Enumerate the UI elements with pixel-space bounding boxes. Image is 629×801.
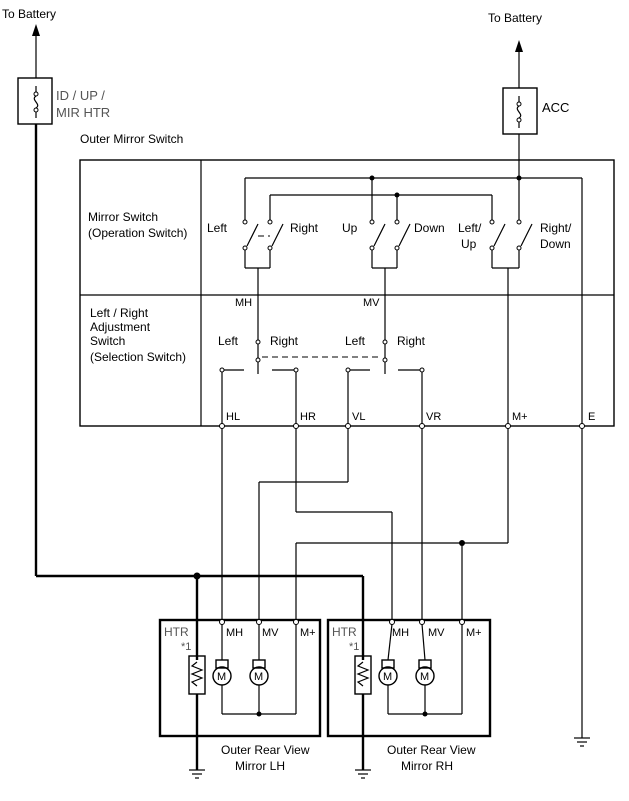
mirror-rh-mplus: M+ bbox=[466, 627, 482, 639]
fuse-left-line2: MIR HTR bbox=[56, 105, 110, 120]
sel-mh: MH bbox=[235, 297, 252, 309]
harness-wiring bbox=[34, 124, 509, 660]
sw-left: Left bbox=[207, 221, 228, 235]
battery-left: To Battery bbox=[2, 7, 56, 78]
battery-right: To Battery bbox=[488, 11, 542, 88]
sel1-right: Right bbox=[270, 334, 299, 348]
switch-title: Outer Mirror Switch bbox=[80, 132, 183, 146]
mirror-lh-mplus: M+ bbox=[300, 627, 316, 639]
battery-right-label: To Battery bbox=[488, 11, 542, 25]
mirror-switch-line1: Mirror Switch bbox=[88, 210, 158, 224]
fuse-left: ID / UP / MIR HTR bbox=[17, 77, 110, 125]
motor-label: M bbox=[420, 671, 429, 683]
motor-label: M bbox=[383, 671, 392, 683]
motor-label: M bbox=[254, 671, 263, 683]
mirror-rh: HTR *1 MH MV M+ M M bbox=[326, 618, 492, 770]
mirror-lh: HTR *1 MH MV M+ M M bbox=[158, 618, 322, 770]
mirror-rh-caption-2: Mirror RH bbox=[401, 759, 453, 773]
sw-rightdown-1: Right/ bbox=[540, 221, 572, 235]
sw-leftup-2: Up bbox=[461, 237, 477, 251]
mirror-lh-caption-2: Mirror LH bbox=[235, 759, 285, 773]
mirror-rh-caption-1: Outer Rear View bbox=[387, 743, 476, 757]
terminal-e: E bbox=[588, 411, 595, 423]
adjust-switch-line4: (Selection Switch) bbox=[90, 350, 186, 364]
fuse-icon bbox=[33, 95, 39, 109]
mirror-lh-mv: MV bbox=[262, 627, 279, 639]
adjust-switch-line2: Adjustment bbox=[90, 320, 151, 334]
fuse-icon bbox=[516, 105, 522, 119]
mirror-rh-mh: MH bbox=[392, 627, 409, 639]
terminal-hr: HR bbox=[300, 411, 316, 423]
sw-rightdown-2: Down bbox=[540, 237, 571, 251]
mirror-lh-note: *1 bbox=[181, 641, 191, 653]
terminal-vl: VL bbox=[352, 411, 365, 423]
fuse-right: ACC bbox=[502, 87, 569, 135]
terminal-vr: VR bbox=[426, 411, 441, 423]
ground-icon bbox=[189, 769, 205, 779]
mirror-lh-htr: HTR bbox=[164, 625, 189, 639]
motor-label: M bbox=[217, 671, 226, 683]
switch-wiring bbox=[219, 134, 583, 738]
arrow-up-icon bbox=[32, 24, 40, 36]
terminal-hl: HL bbox=[226, 411, 240, 423]
mirror-rh-note: *1 bbox=[349, 641, 359, 653]
sw-up: Up bbox=[342, 221, 358, 235]
sel-mv: MV bbox=[363, 297, 380, 309]
heater-icon bbox=[354, 655, 372, 695]
sw-leftup-1: Left/ bbox=[458, 221, 482, 235]
sel2-right: Right bbox=[397, 334, 426, 348]
fuse-left-line1: ID / UP / bbox=[56, 88, 105, 103]
sel1-left: Left bbox=[218, 334, 239, 348]
mirror-switch-line2: (Operation Switch) bbox=[88, 226, 187, 240]
sel2-left: Left bbox=[345, 334, 366, 348]
battery-left-label: To Battery bbox=[2, 7, 56, 21]
sw-right: Right bbox=[290, 221, 319, 235]
adjust-switch-line1: Left / Right bbox=[90, 306, 149, 320]
mirror-lh-caption-1: Outer Rear View bbox=[221, 743, 310, 757]
heater-icon bbox=[188, 655, 206, 695]
fuse-right-label: ACC bbox=[542, 100, 569, 115]
switch-box bbox=[79, 159, 615, 427]
sw-down: Down bbox=[414, 221, 445, 235]
ground-icon bbox=[355, 769, 371, 779]
mirror-rh-htr: HTR bbox=[332, 625, 357, 639]
arrow-up-icon bbox=[515, 40, 523, 52]
ground-icon bbox=[574, 737, 590, 747]
mirror-lh-mh: MH bbox=[226, 627, 243, 639]
adjust-switch-line3: Switch bbox=[90, 334, 125, 348]
terminal-mplus: M+ bbox=[512, 411, 528, 423]
mirror-rh-mv: MV bbox=[428, 627, 445, 639]
